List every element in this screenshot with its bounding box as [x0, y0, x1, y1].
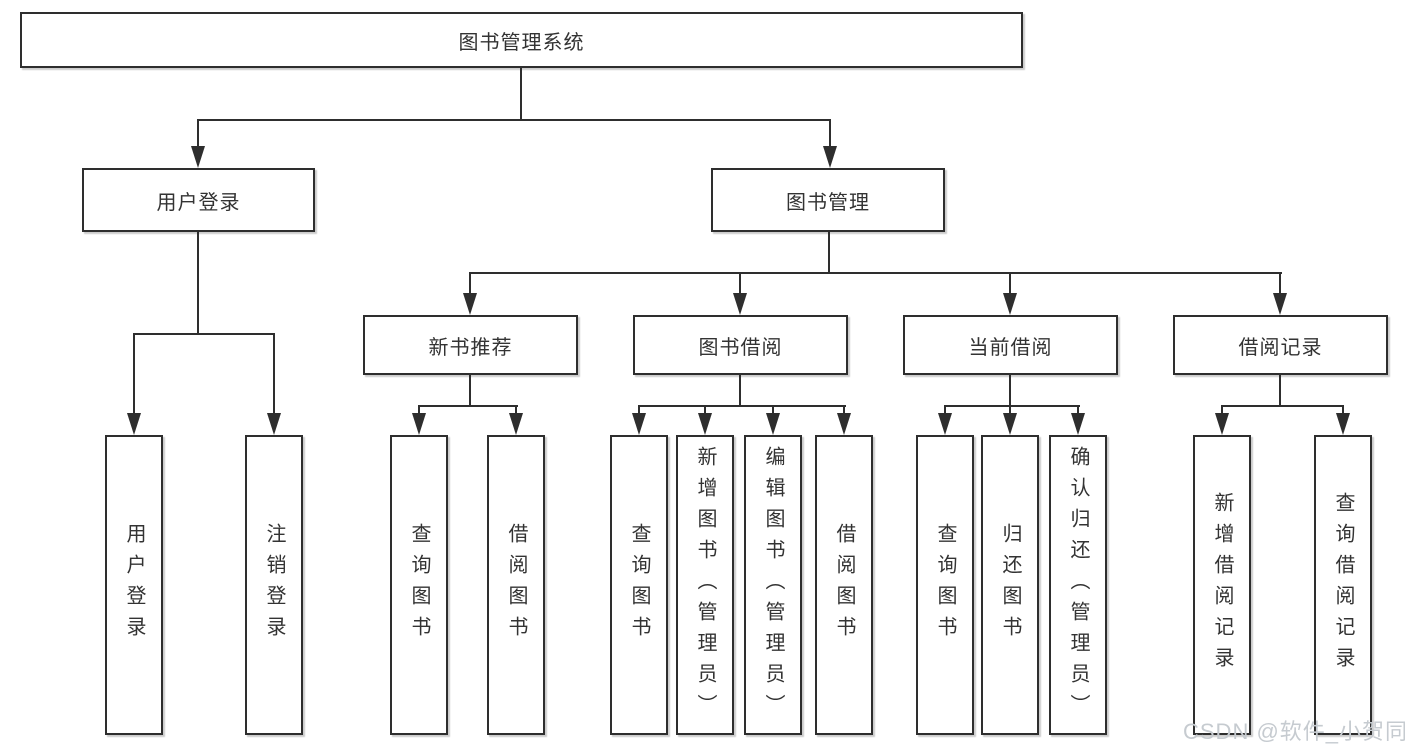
connector-drop-book-management: [829, 119, 831, 151]
leaf-add-books-admin: 新增图书（管理员）: [676, 435, 734, 735]
leaf-return-books-label: 归还图书: [999, 523, 1021, 647]
connector-stem: [1009, 375, 1011, 407]
connector-drop-level3: [469, 272, 471, 297]
leaf-return-books: 归还图书: [981, 435, 1039, 735]
leaf-query-books-2-label: 查询图书: [628, 523, 650, 647]
connector-rail: [418, 405, 518, 407]
leaf-user-login: 用户登录: [105, 435, 163, 735]
leaf-query-books-3: 查询图书: [916, 435, 974, 735]
arrowhead-book-management: [823, 146, 837, 168]
node-root-label: 图书管理系统: [458, 31, 585, 54]
connector-book-management-stem: [828, 232, 830, 274]
arrowhead-leaf: [1336, 413, 1350, 435]
connector-rail-level3: [469, 272, 1282, 274]
connector-drop-leaf: [1077, 405, 1079, 417]
connector-stem: [739, 375, 741, 407]
leaf-edit-books-admin: 编辑图书（管理员）: [744, 435, 802, 735]
connector-drop-leaf: [1221, 405, 1223, 417]
leaf-borrow-books-1-label: 借阅图书: [505, 523, 527, 647]
leaf-borrow-books-1: 借阅图书: [487, 435, 545, 735]
node-borrow-records: 借阅记录: [1173, 315, 1388, 375]
arrowhead-leaf: [632, 413, 646, 435]
leaf-add-borrow-record: 新增借阅记录: [1193, 435, 1251, 735]
arrowhead-leaf: [412, 413, 426, 435]
connector-drop-leaf: [273, 333, 275, 417]
node-new-book-recommend: 新书推荐: [363, 315, 578, 375]
leaf-query-borrow-record: 查询借阅记录: [1314, 435, 1372, 735]
leaf-query-books-1-label: 查询图书: [408, 523, 430, 647]
arrowhead-level3: [1273, 293, 1287, 315]
leaf-borrow-books-2-label: 借阅图书: [833, 523, 855, 647]
connector-user-login-stem: [197, 232, 199, 335]
node-new-book-recommend-label: 新书推荐: [428, 336, 513, 359]
arrowhead-leaf: [509, 413, 523, 435]
connector-drop-leaf: [638, 405, 640, 417]
arrowhead-leaf: [267, 413, 281, 435]
arrowhead-leaf: [127, 413, 141, 435]
connector-drop-level3: [739, 272, 741, 297]
arrowhead-leaf: [766, 413, 780, 435]
leaf-logout: 注销登录: [245, 435, 303, 735]
connector-drop-level3: [1279, 272, 1281, 297]
connector-drop-leaf: [843, 405, 845, 417]
connector-drop-leaf: [1342, 405, 1344, 417]
node-book-borrow-label: 图书借阅: [698, 336, 783, 359]
arrowhead-leaf: [1215, 413, 1229, 435]
leaf-borrow-books-2: 借阅图书: [815, 435, 873, 735]
node-borrow-records-label: 借阅记录: [1238, 336, 1323, 359]
node-book-management-label: 图书管理: [786, 191, 870, 214]
connector-drop-leaf: [515, 405, 517, 417]
arrowhead-user-login: [191, 146, 205, 168]
connector-drop-level3: [1009, 272, 1011, 297]
leaf-add-borrow-record-label: 新增借阅记录: [1211, 492, 1233, 678]
node-current-borrow: 当前借阅: [903, 315, 1118, 375]
leaf-user-login-label: 用户登录: [123, 523, 145, 647]
arrowhead-leaf: [938, 413, 952, 435]
leaf-logout-label: 注销登录: [263, 523, 285, 647]
node-book-management: 图书管理: [711, 168, 945, 232]
leaf-add-books-admin-label: 新增图书（管理员）: [694, 445, 716, 725]
node-user-login-label: 用户登录: [156, 191, 241, 214]
connector-drop-leaf: [772, 405, 774, 417]
node-current-borrow-label: 当前借阅: [968, 336, 1053, 359]
leaf-query-books-1: 查询图书: [390, 435, 448, 735]
connector-rail-level2: [197, 119, 831, 121]
connector-drop-leaf: [133, 333, 135, 417]
arrowhead-leaf: [837, 413, 851, 435]
arrowhead-leaf: [1003, 413, 1017, 435]
node-book-borrow: 图书借阅: [633, 315, 848, 375]
leaf-confirm-return-admin-label: 确认归还（管理员）: [1067, 445, 1089, 725]
leaf-edit-books-admin-label: 编辑图书（管理员）: [762, 445, 784, 725]
leaf-query-books-2: 查询图书: [610, 435, 668, 735]
leaf-confirm-return-admin: 确认归还（管理员）: [1049, 435, 1107, 735]
connector-rail: [638, 405, 846, 407]
leaf-query-books-3-label: 查询图书: [934, 523, 956, 647]
arrowhead-leaf: [698, 413, 712, 435]
connector-rail: [944, 405, 1080, 407]
node-user-login: 用户登录: [82, 168, 315, 232]
connector-rail-user-login: [133, 333, 275, 335]
csdn-watermark: CSDN @软件_小贺同学: [1183, 719, 1405, 744]
connector-drop-user-login: [197, 119, 199, 151]
connector-root-stem: [520, 68, 522, 121]
connector-stem: [1279, 375, 1281, 407]
leaf-query-borrow-record-label: 查询借阅记录: [1332, 492, 1354, 678]
connector-drop-leaf: [944, 405, 946, 417]
node-root: 图书管理系统: [20, 12, 1023, 68]
connector-stem: [469, 375, 471, 407]
arrowhead-level3: [463, 293, 477, 315]
arrowhead-level3: [1003, 293, 1017, 315]
connector-drop-leaf: [418, 405, 420, 417]
connector-drop-leaf: [704, 405, 706, 417]
connector-drop-leaf: [1009, 405, 1011, 417]
arrowhead-level3: [733, 293, 747, 315]
arrowhead-leaf: [1071, 413, 1085, 435]
connector-rail: [1221, 405, 1344, 407]
